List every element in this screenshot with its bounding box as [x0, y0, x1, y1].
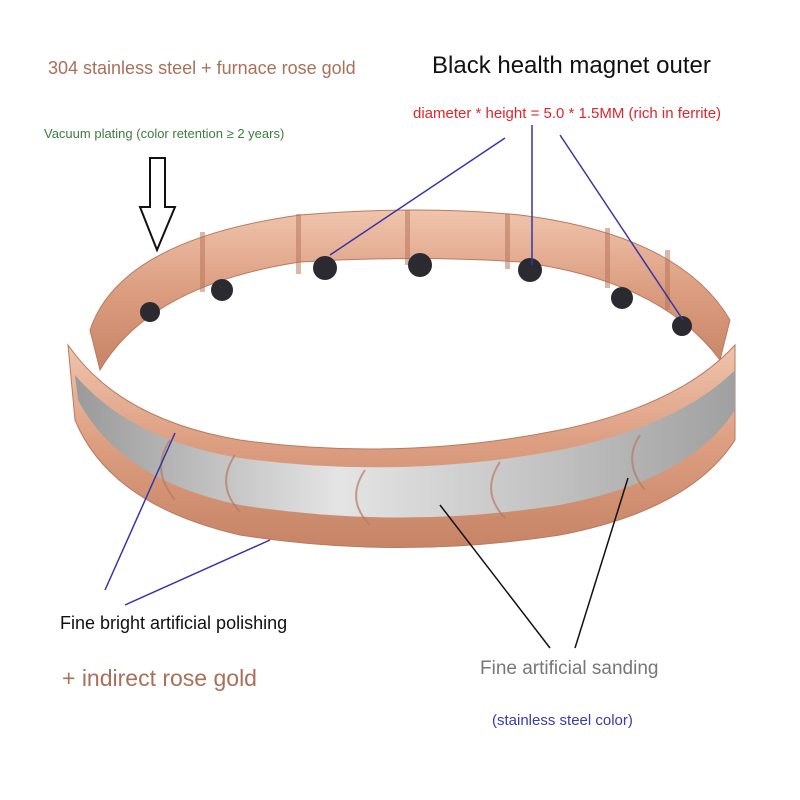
sanding-label: Fine artificial sanding	[480, 658, 659, 679]
pointer-lines-black	[439, 477, 629, 649]
polishing-label: Fine bright artificial polishing	[60, 613, 288, 633]
magnets	[140, 253, 692, 336]
rose-gold-label: + indirect rose gold	[62, 665, 257, 691]
plating-label: Vacuum plating (color retention ≥ 2 year…	[44, 126, 285, 141]
magnet	[611, 287, 633, 309]
bracelet-silver-center	[75, 370, 735, 518]
magnet-title: Black health magnet outer	[432, 52, 711, 79]
steel-color-label: (stainless steel color)	[492, 712, 633, 729]
magnet	[408, 253, 432, 277]
magnet-size-label: diameter * height = 5.0 * 1.5MM (rich in…	[413, 105, 722, 122]
magnet	[140, 302, 160, 322]
magnet	[672, 316, 692, 336]
magnet	[313, 256, 337, 280]
front-link-arcs	[160, 434, 646, 526]
back-link-gaps	[200, 210, 670, 310]
pointer-lines-blue	[104, 125, 684, 606]
magnet	[211, 279, 233, 301]
magnet	[518, 258, 542, 282]
down-arrow-icon	[138, 157, 177, 253]
material-label: 304 stainless steel + furnace rose gold	[48, 58, 356, 78]
